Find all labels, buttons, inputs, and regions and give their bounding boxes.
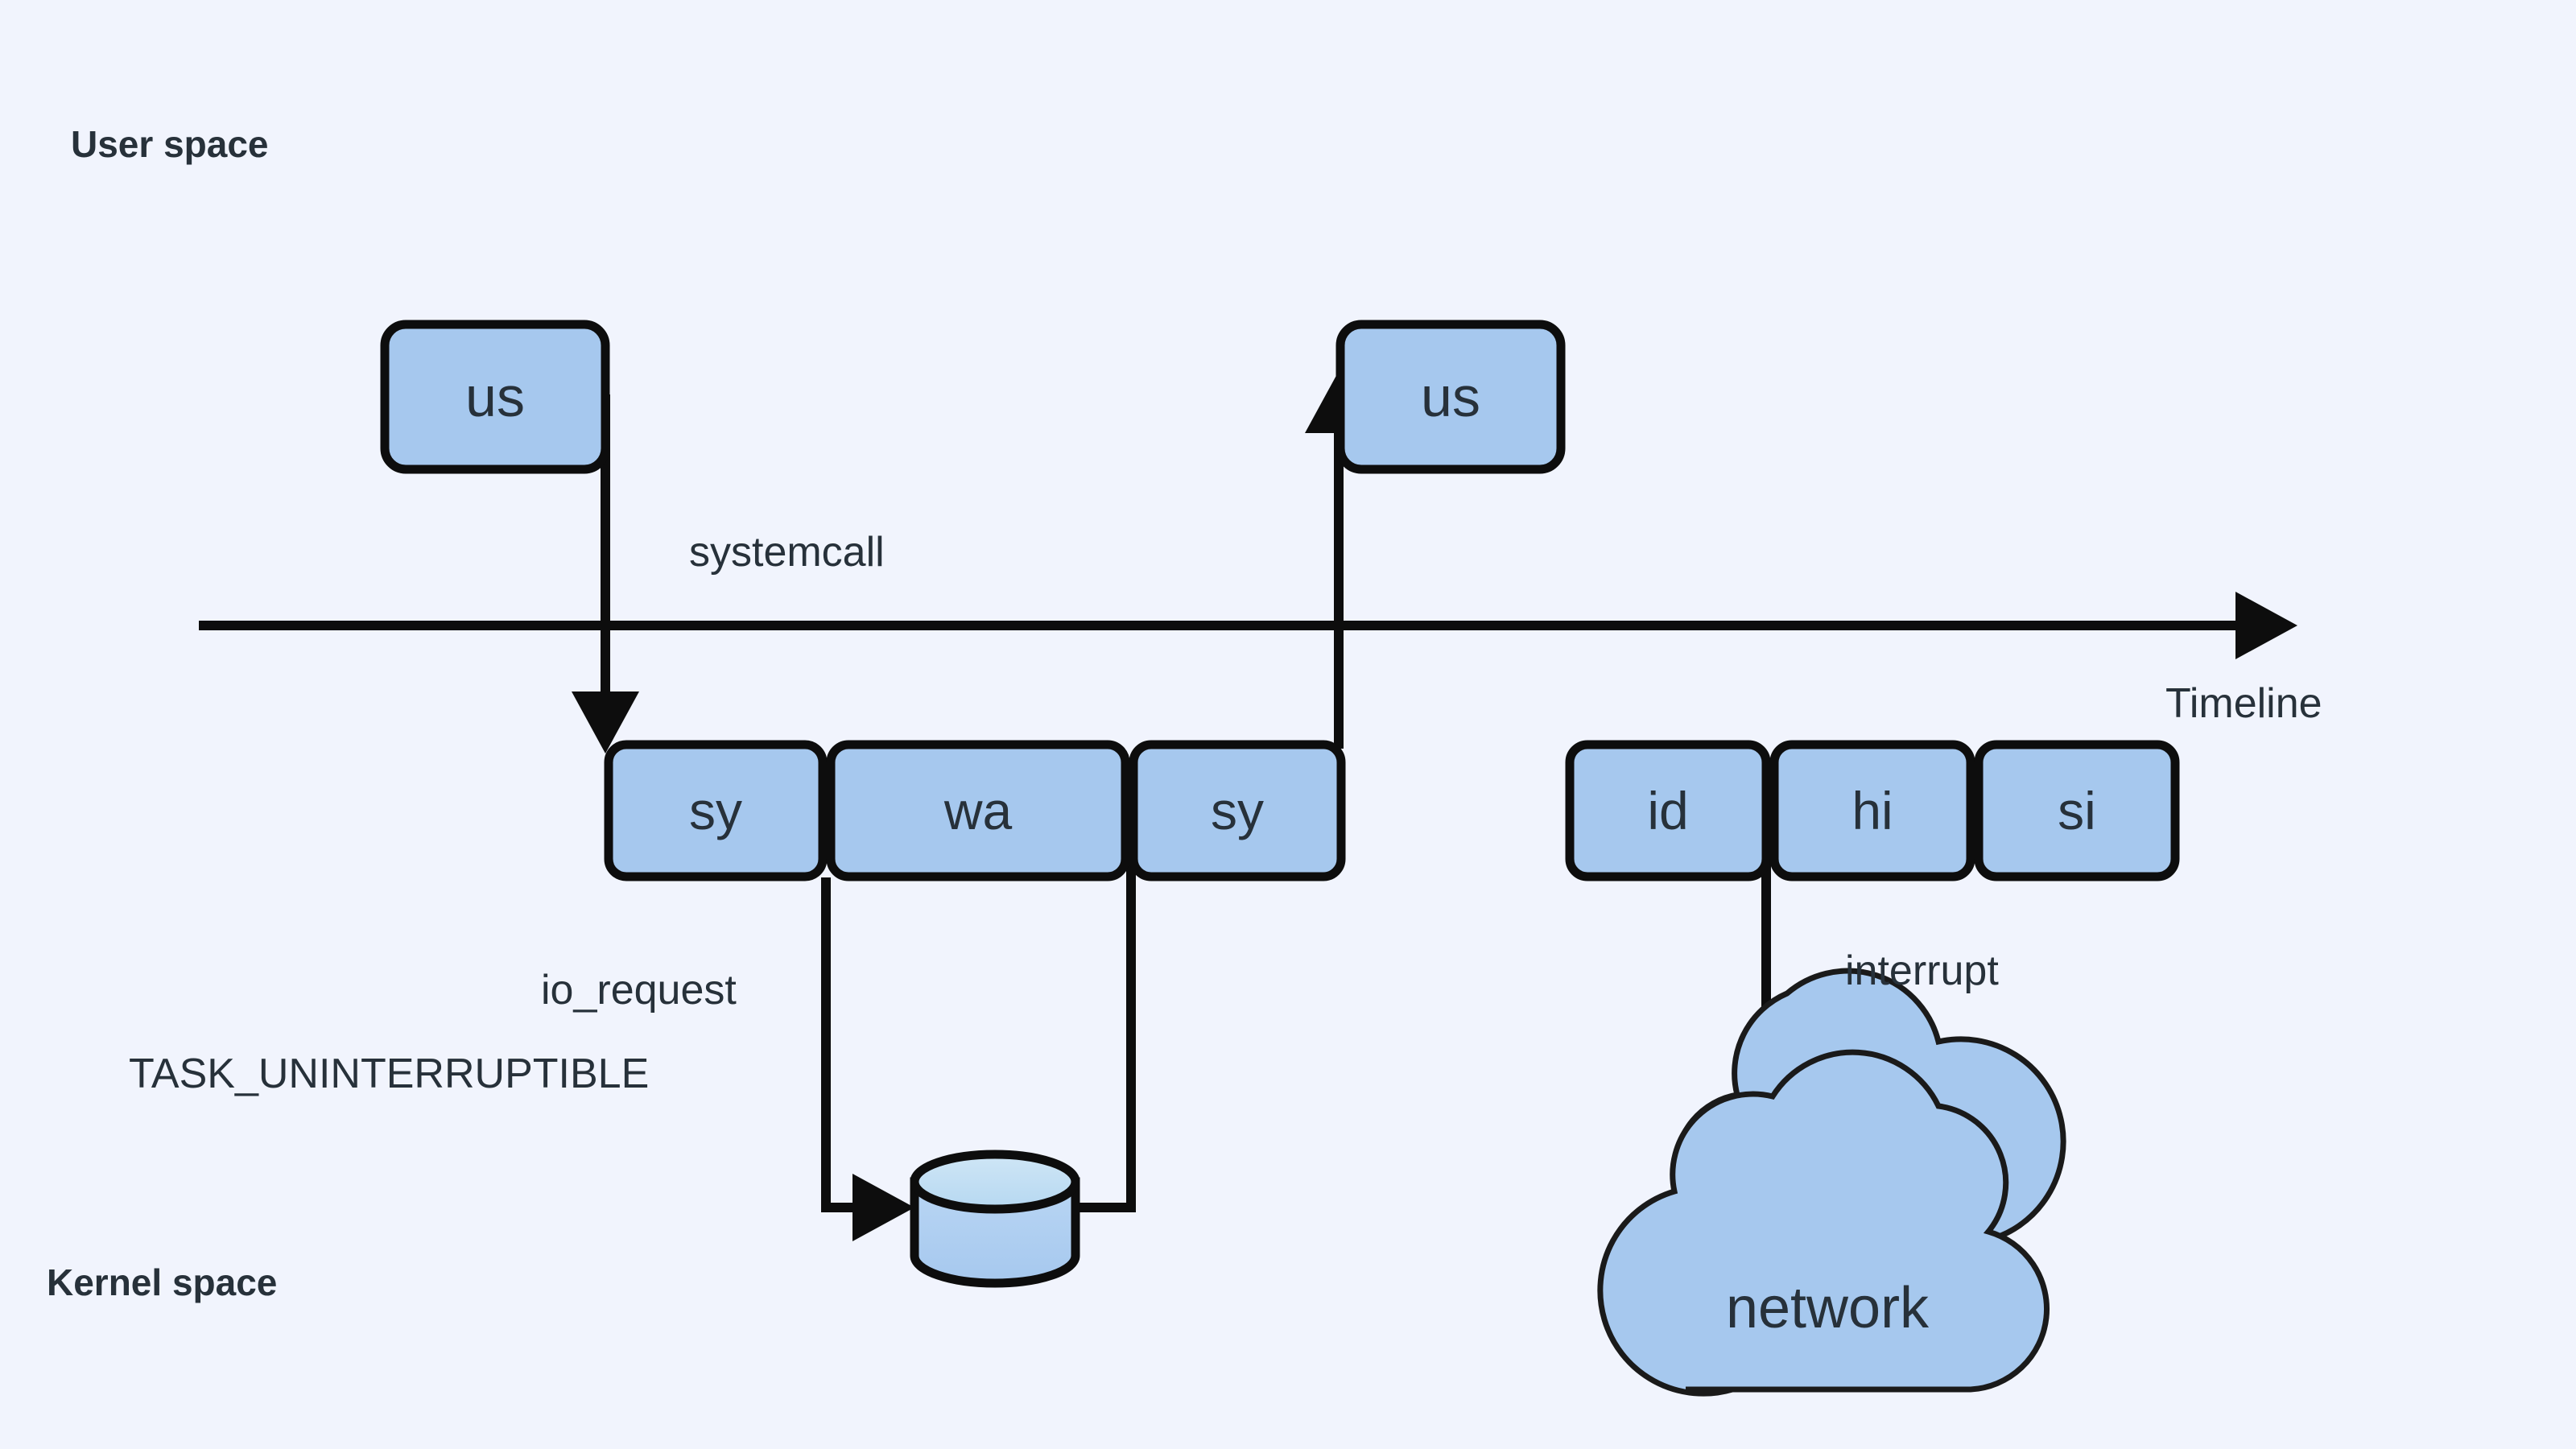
node-id-1[interactable] <box>1565 740 1771 881</box>
edge-label-io-request: io_request <box>541 967 737 1013</box>
edge-label-systemcall: systemcall <box>689 529 885 576</box>
kernel-space-label: Kernel space <box>47 1261 278 1303</box>
node-network-cloud[interactable] <box>1597 968 2066 1397</box>
node-sy-2[interactable] <box>1129 740 1346 881</box>
timeline-label: Timeline <box>2165 680 2322 727</box>
node-wa-1[interactable] <box>826 740 1130 881</box>
user-space-label: User space <box>71 123 269 165</box>
edge-label-task-uninterruptible: TASK_UNINTERRUPTIBLE <box>129 1051 650 1097</box>
node-us-2[interactable] <box>1335 320 1566 474</box>
node-disk-cylinder[interactable] <box>910 1150 1080 1288</box>
node-hi-1[interactable] <box>1769 740 1975 881</box>
edge-io-complete <box>1075 803 1165 1212</box>
node-si-1[interactable] <box>1974 740 2180 881</box>
edge-label-interrupt: interrupt <box>1845 947 1999 994</box>
node-sy-1[interactable] <box>604 740 828 881</box>
node-us-1[interactable] <box>380 320 610 474</box>
edge-io-request <box>821 877 914 1241</box>
